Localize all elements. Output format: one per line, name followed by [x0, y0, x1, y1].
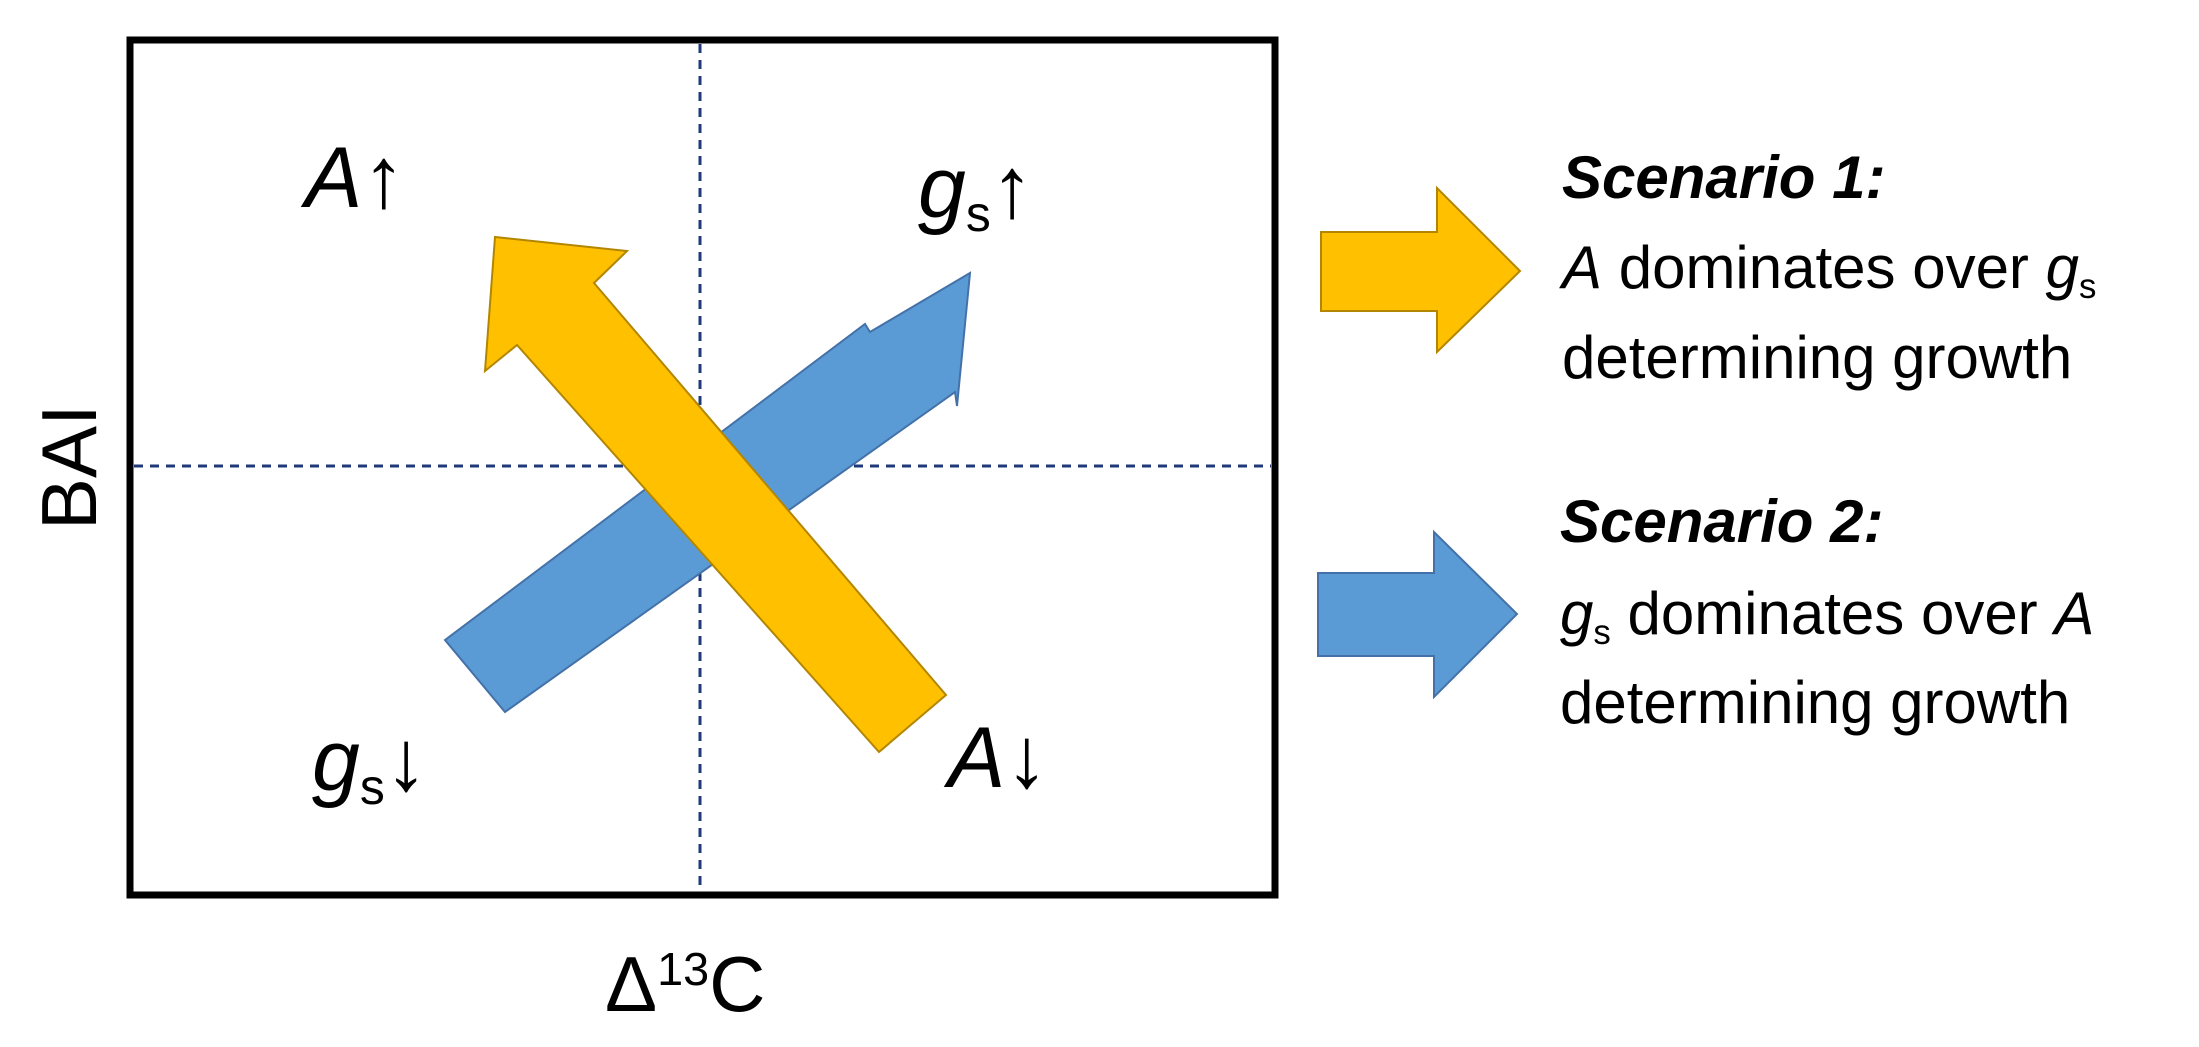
x-axis-isotope-mass: 13 — [657, 943, 710, 996]
label-a-down: A↓ — [948, 715, 1048, 801]
scenario-1-title: Scenario 1: — [1562, 144, 1886, 211]
scenario-1-middle-text: dominates over — [1602, 234, 2046, 301]
scenario-2-a-symbol: A — [2054, 580, 2095, 647]
scenario-1-line-2: determining growth — [1562, 324, 2073, 391]
label-gs-up-symbol: g — [918, 140, 966, 236]
x-axis-delta: Δ — [605, 940, 658, 1028]
label-gs-up: gs↑ — [918, 145, 1034, 239]
scenario-2-g-subscript: s — [1593, 612, 1611, 652]
y-axis-label: BAI — [25, 404, 113, 530]
scenario-1-g-symbol: g — [2045, 234, 2079, 301]
scenario-2-line-1: gs dominates over A — [1560, 584, 2094, 650]
scenario-2-middle-text: dominates over — [1610, 580, 2055, 647]
label-gs-up-subscript: s — [965, 185, 991, 242]
scenario-2-line-2: determining growth — [1560, 669, 2071, 736]
label-gs-down-subscript: s — [359, 758, 385, 815]
down-arrow-icon: ↓ — [384, 713, 428, 809]
label-a-down-symbol: A — [948, 710, 1006, 806]
scenario-1-line-1: A dominates over gs — [1562, 238, 2096, 304]
x-axis-element: C — [709, 940, 766, 1028]
scenario-1-g-subscript: s — [2078, 266, 2097, 306]
x-axis-label: Δ13C — [605, 945, 766, 1023]
up-arrow-icon: ↑ — [990, 140, 1034, 236]
label-a-up-symbol: A — [305, 130, 363, 226]
down-arrow-icon: ↓ — [1005, 710, 1049, 806]
scenario-1-a-symbol: A — [1562, 234, 1603, 301]
label-gs-down-symbol: g — [312, 713, 360, 809]
label-gs-down: gs↓ — [312, 718, 428, 812]
yellow-arrow-a — [483, 235, 948, 754]
scenario-1-arrow — [1320, 185, 1522, 355]
scenario-2-title: Scenario 2: — [1560, 488, 1884, 555]
scenario-2-g-symbol: g — [1560, 580, 1594, 647]
up-arrow-icon: ↑ — [362, 130, 406, 226]
scenario-2-arrow — [1317, 529, 1519, 700]
label-a-up: A↑ — [305, 135, 405, 221]
